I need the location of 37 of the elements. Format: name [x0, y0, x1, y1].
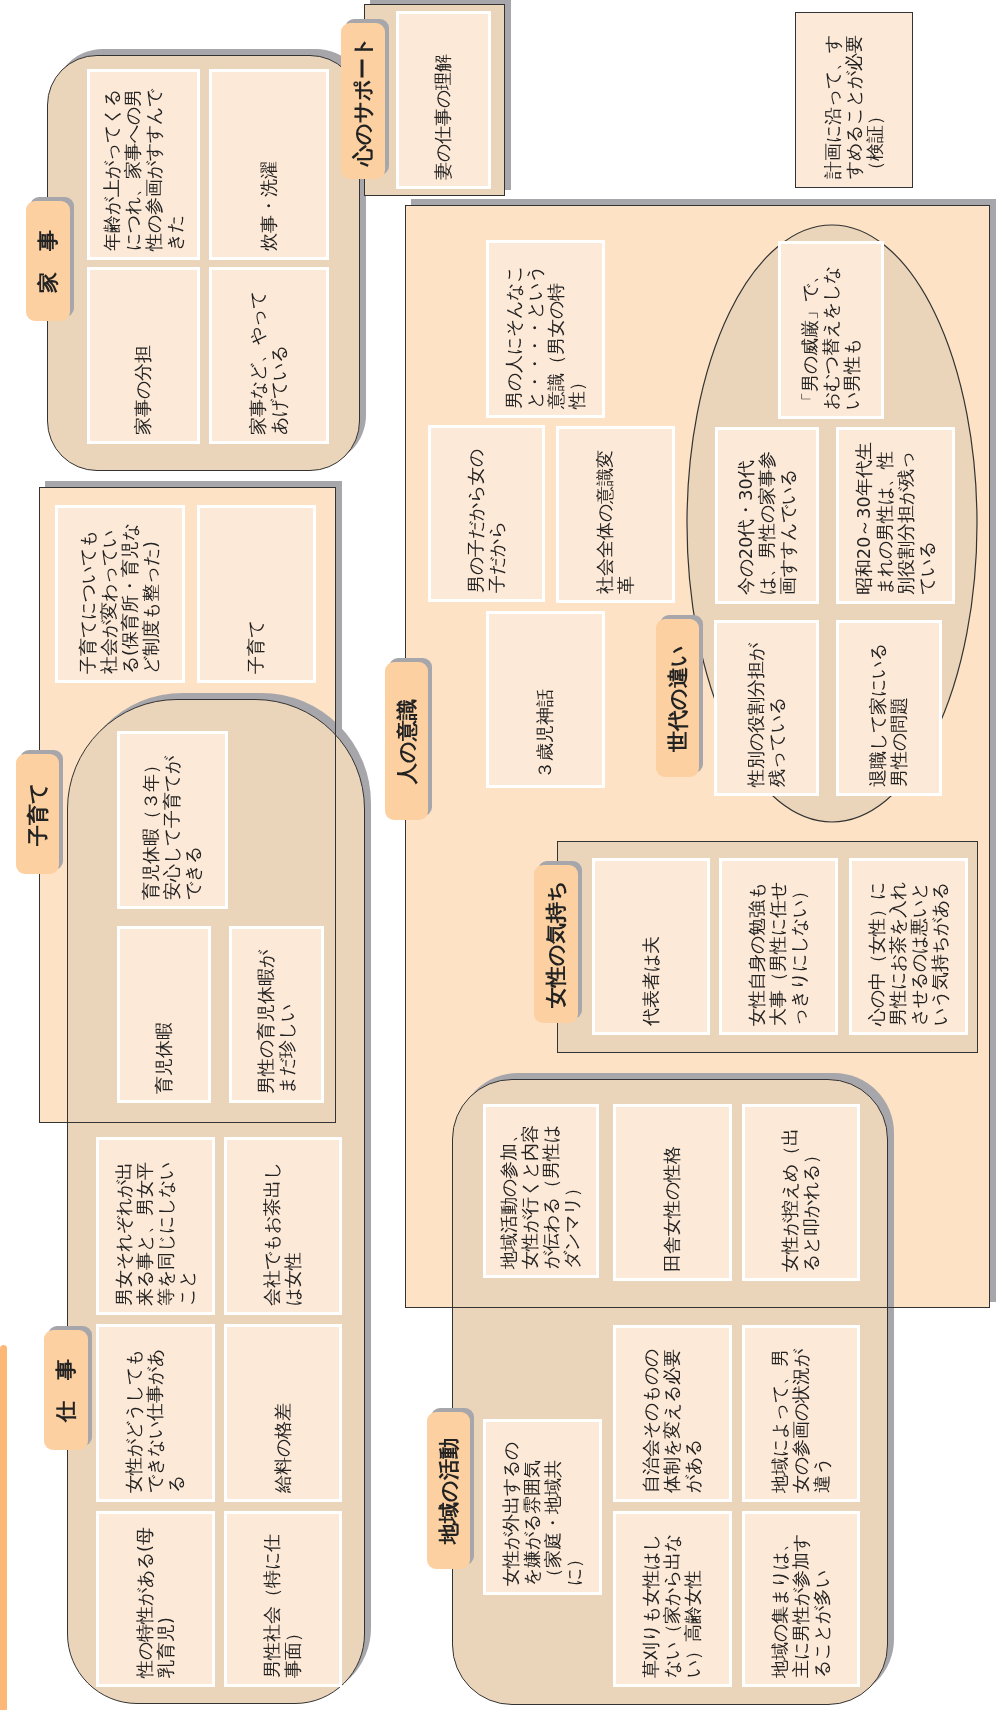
- note-card: 田舎女性の性格: [613, 1104, 732, 1281]
- note-card: 性の特性がある(母乳育児): [96, 1511, 215, 1687]
- note-card: 女性自身の勉強も大事（男性に任せっきりにしない）: [719, 858, 838, 1035]
- note-card: 地域活動の参加、女性が行くと内容が伝わる（男性はダンマリ）: [483, 1104, 599, 1278]
- note-card: 退職して家にいる男性の問題: [836, 620, 942, 796]
- note-card: 男性の育児休暇がまだ珍しい: [229, 926, 324, 1103]
- note-card: 性別の役割分担が残っている: [714, 620, 819, 796]
- note-card: 子育て: [197, 505, 316, 683]
- note-card: 家事など、やってあげている: [209, 267, 329, 444]
- note-card: 昭和20～30年代生まれの男性は、性別役割分担が残っている: [836, 427, 955, 604]
- note-card: 自治会そのものの体制を変える必要がある: [613, 1325, 732, 1502]
- note-card: 心の中（女性）に男性にお茶を入れさせるのは悪いという気持ちがある: [849, 858, 968, 1035]
- note-card: ３歳児神話: [486, 611, 605, 788]
- note-card: 妻の仕事の理解: [396, 11, 491, 189]
- note-card: 社会全体の意識変革: [556, 426, 675, 603]
- note-card: 草刈りも女性はしない（家から出ない）高齢女性: [613, 1511, 732, 1687]
- note-card: 炊事・洗濯: [209, 69, 329, 260]
- note-card: 子育てについても社会が変わっている(保育所・育児など制度も整った): [55, 505, 185, 683]
- note-card: 給料の格差: [224, 1324, 342, 1502]
- note-card: 男の子だから女の子だから: [428, 425, 545, 602]
- note-card: 女性が外出するのを嫌がる雰囲気（家庭・地域共に）: [483, 1419, 602, 1595]
- note-card: 女性がどうしてもできない仕事がある: [96, 1324, 215, 1502]
- note-card: 会社でもお茶出しは女性: [224, 1137, 342, 1315]
- note-card: 男女それぞれが出来る事と、男女平等を同じにしないこと: [96, 1137, 215, 1315]
- note-card: 女性が控えめ（出ると叩かれる）: [742, 1104, 860, 1281]
- note-card: 「男の威厳」で、おむつ替えをしない男性も: [778, 241, 884, 419]
- note-card: 家事の分担: [87, 267, 200, 444]
- note-card: 代表者は夫: [592, 858, 710, 1035]
- note-card: 地域の集まりは、主に男性が参加することが多い: [742, 1511, 860, 1687]
- note-card: 育児休暇: [117, 926, 211, 1103]
- note-card: 年齢が上がってくるにつれ、家事への男性の参画がすすんできた: [87, 69, 200, 260]
- note-card: 今の20代・30代は、男性の家事参画すすんでいる: [715, 427, 819, 604]
- note-card: 男性社会（特に仕事面）: [224, 1511, 342, 1687]
- note-card: 男の人にそんなこと・・・・という意識（男女の特性）: [486, 240, 605, 418]
- note-card: 育児休暇（３年）安心して子育てができる: [117, 731, 228, 909]
- note-card: 地域によって、男女の参画の状況が違う: [742, 1325, 860, 1502]
- note-card: 計画に沿って、すすめることが必要（検証）: [795, 12, 913, 188]
